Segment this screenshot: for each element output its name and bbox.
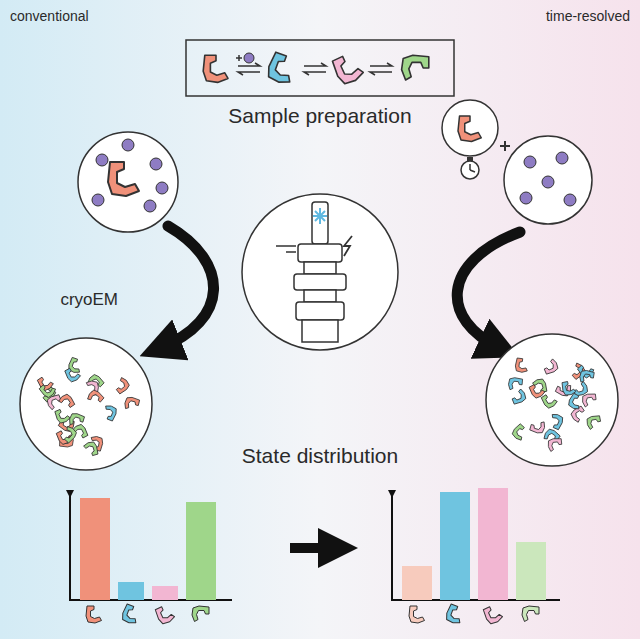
- particle: [124, 396, 140, 411]
- particle: [60, 425, 78, 443]
- particle: [515, 358, 529, 373]
- particle: [510, 388, 527, 405]
- label-text: Sample preparation: [228, 104, 411, 128]
- plunge-freezer: [242, 194, 398, 350]
- change-arrow: [290, 543, 338, 553]
- particle: [548, 413, 565, 430]
- particle: [579, 370, 594, 384]
- state-scheme: [186, 40, 454, 96]
- particle: [58, 393, 76, 411]
- particle: [548, 438, 563, 452]
- particle: [530, 419, 546, 435]
- particle-crowd: [37, 357, 602, 457]
- histogram: [70, 494, 232, 626]
- particle: [511, 423, 529, 441]
- particle: [561, 380, 576, 396]
- particle: [567, 393, 584, 411]
- particle: [542, 358, 559, 375]
- grid-view: [486, 334, 618, 466]
- particle: [102, 404, 118, 421]
- grid-view: [20, 338, 152, 470]
- particle: [582, 393, 597, 407]
- particle: [586, 415, 602, 430]
- particle: [54, 407, 71, 424]
- particle: [64, 365, 81, 383]
- particle: [541, 392, 559, 410]
- particle: [508, 377, 523, 391]
- label-text: State distribution: [242, 444, 398, 468]
- particle: [83, 441, 99, 457]
- label-text: time-resolved: [546, 8, 630, 24]
- label-text: conventional: [10, 8, 89, 24]
- time-resolved-mix: [442, 100, 592, 224]
- particle: [113, 376, 131, 394]
- histogram: [392, 488, 560, 626]
- particle: [86, 388, 104, 406]
- label-text: cryoEM: [60, 290, 118, 310]
- conventional-mix: [78, 132, 178, 232]
- flow-arrows: [160, 226, 520, 348]
